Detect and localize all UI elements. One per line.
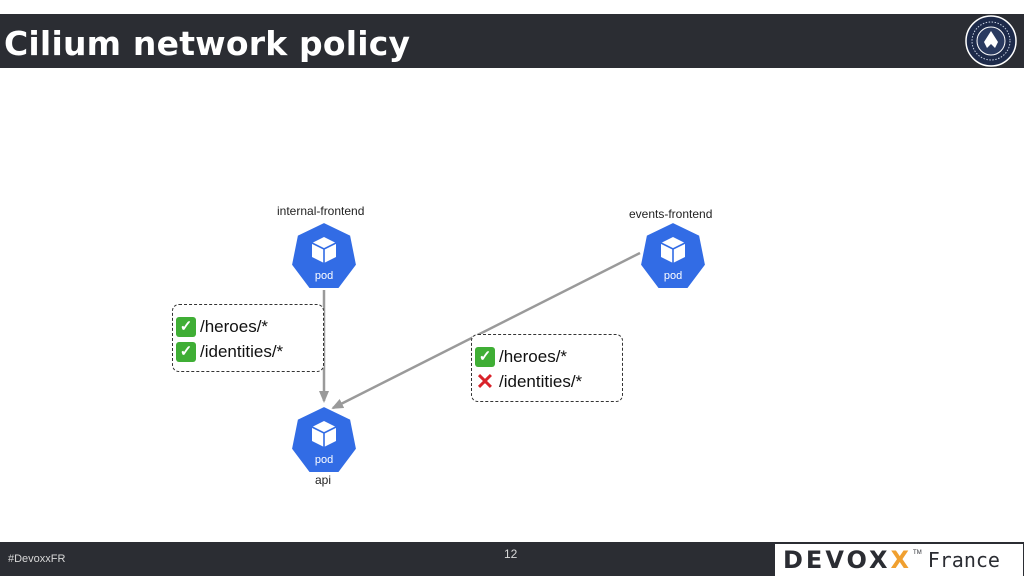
rule-row: ✓ /identities/* <box>176 339 323 364</box>
cross-icon: ✕ <box>475 368 495 394</box>
rule-row: ✕ /identities/* <box>475 369 622 394</box>
rule-path: /heroes/* <box>499 346 568 366</box>
pod-icon-api: pod <box>290 405 358 474</box>
rule-path: /identities/* <box>499 371 583 391</box>
pod-label-api: api <box>315 473 332 487</box>
check-icon: ✓ <box>475 346 495 367</box>
slide-title: Cilium network policy <box>4 24 411 63</box>
brand-region: France <box>927 548 1000 572</box>
devoxx-france-logo: DEVOXX TM France <box>775 544 1023 576</box>
rule-row: ✓ /heroes/* <box>475 344 622 369</box>
brand-name: DEVOXX <box>783 546 913 574</box>
pod-label-events-frontend: events-frontend <box>629 207 713 221</box>
page-number: 12 <box>504 547 518 561</box>
pod-icon-events-frontend: pod <box>639 221 707 290</box>
pod-label-internal-frontend: internal-frontend <box>277 204 365 218</box>
arrow-events-to-api <box>331 251 641 410</box>
shield-emblem-logo <box>965 15 1017 67</box>
rules-internal-frontend: ✓ /heroes/* ✓ /identities/* <box>172 304 324 372</box>
pod-icon-text: pod <box>315 454 333 466</box>
brand-trademark: TM <box>913 550 922 556</box>
check-icon: ✓ <box>176 341 196 362</box>
rules-events-frontend: ✓ /heroes/* ✕ /identities/* <box>471 334 623 402</box>
pod-icon-text: pod <box>664 270 682 282</box>
rule-path: /identities/* <box>200 341 284 361</box>
footer-hashtag: #DevoxxFR <box>8 553 66 565</box>
rule-row: ✓ /heroes/* <box>176 314 323 339</box>
pod-icon-text: pod <box>315 270 333 282</box>
rule-path: /heroes/* <box>200 316 269 336</box>
check-icon: ✓ <box>176 316 196 337</box>
title-bar <box>0 14 1024 68</box>
pod-icon-internal-frontend: pod <box>290 221 358 290</box>
